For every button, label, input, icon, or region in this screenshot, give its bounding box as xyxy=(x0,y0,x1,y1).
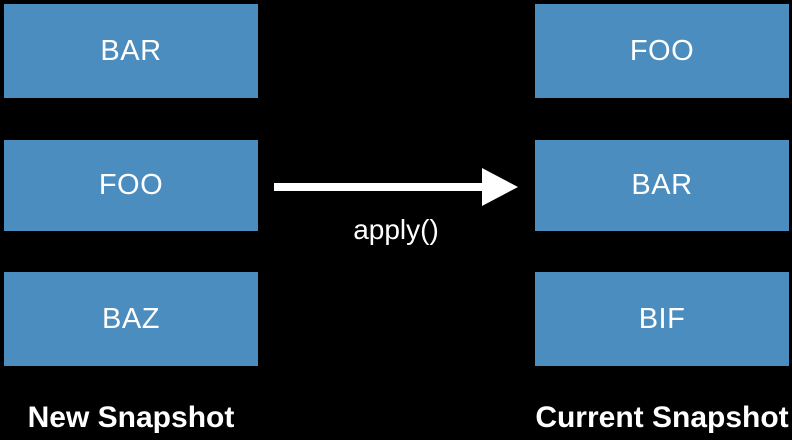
new-snapshot-box-3-label: BAZ xyxy=(102,302,160,335)
new-snapshot-box-1-label: BAR xyxy=(100,34,162,67)
new-snapshot-box-1: BAR xyxy=(4,4,258,98)
current-snapshot-box-2-label: BAR xyxy=(631,169,693,201)
current-snapshot-box-3-label: BIF xyxy=(638,302,686,335)
new-snapshot-caption: New Snapshot xyxy=(27,401,235,434)
new-snapshot-box-2-label: FOO xyxy=(98,169,164,201)
current-snapshot-box-2: BAR xyxy=(535,140,789,231)
new-snapshot-box-3: BAZ xyxy=(4,272,258,366)
new-snapshot-box-2: FOO xyxy=(4,140,258,231)
current-snapshot-box-1: FOO xyxy=(535,4,789,98)
current-snapshot-caption: Current Snapshot xyxy=(535,401,789,434)
apply-arrow-icon xyxy=(274,168,518,206)
current-snapshot-box-1-label: FOO xyxy=(629,34,695,67)
apply-label: apply() xyxy=(353,214,439,245)
current-snapshot-box-3: BIF xyxy=(535,272,789,366)
